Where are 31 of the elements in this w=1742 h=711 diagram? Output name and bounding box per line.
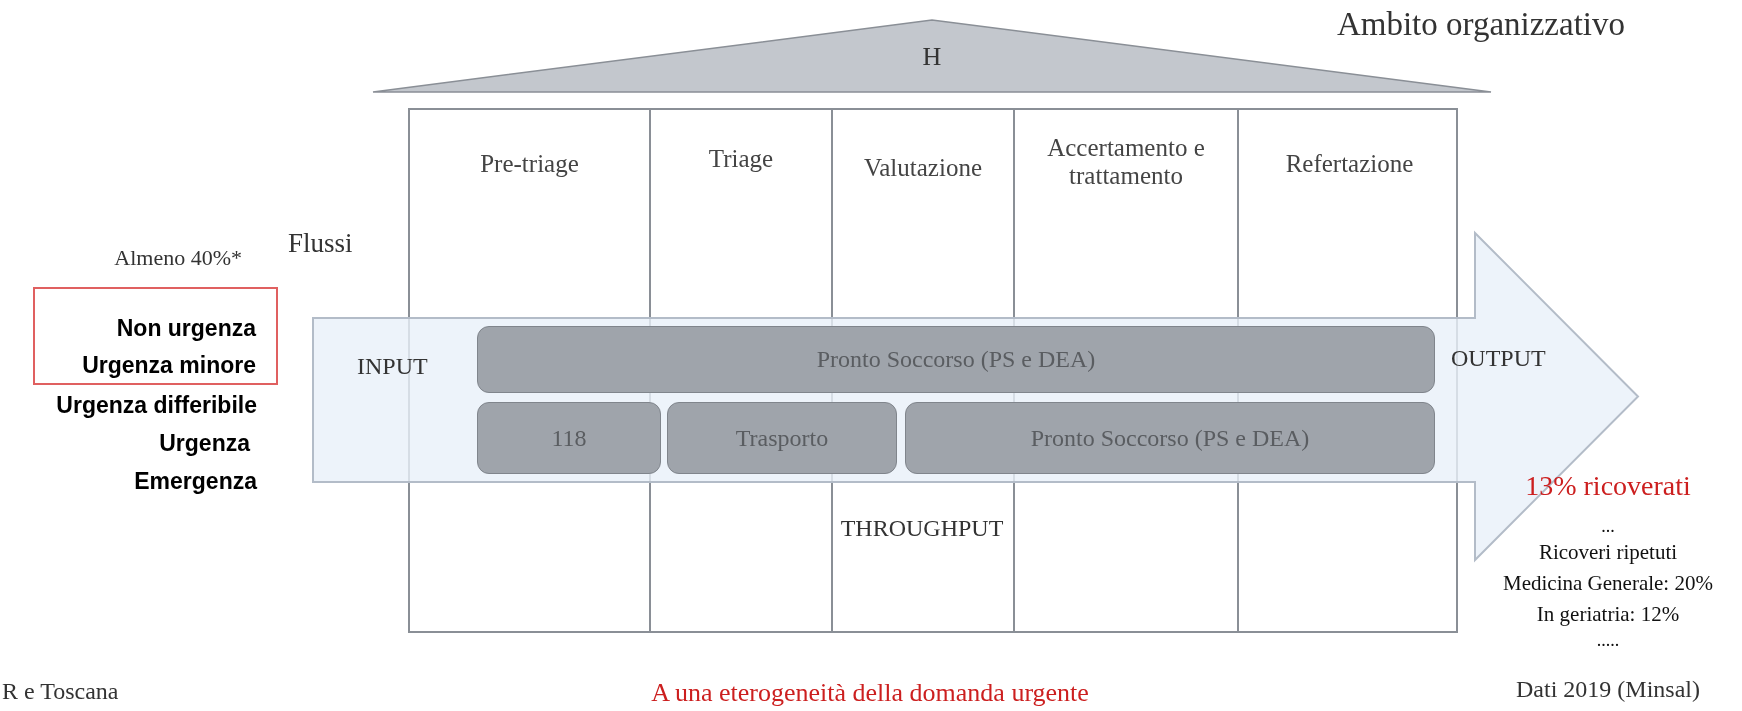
text-label: Ricoveri ripetuti <box>1538 540 1678 565</box>
text-label: ..... <box>1596 630 1620 651</box>
phase-header: Pre-triage <box>479 150 580 178</box>
urgency-label: Urgenza <box>159 430 250 457</box>
text-label: Medicina Generale: 20% <box>1503 571 1713 596</box>
process-box: 118 <box>477 402 661 474</box>
text-label: Ambito organizzativo <box>1336 6 1625 44</box>
flow-label: INPUT <box>357 353 428 380</box>
phase-header: Valutazione <box>863 154 983 182</box>
process-box: Pronto Soccorso (PS e DEA) <box>477 326 1435 393</box>
process-box: Pronto Soccorso (PS e DEA) <box>905 402 1435 474</box>
phase-header: Triage <box>707 145 775 173</box>
highlight-box <box>33 287 278 385</box>
text-label: A una eterogeneità della domanda urgente <box>651 678 1089 708</box>
flow-label: OUTPUT <box>1451 345 1546 372</box>
text-label: Dati 2019 (Minsal) <box>1516 676 1700 704</box>
text-label: 13% ricoverati <box>1525 470 1691 503</box>
text-label: Almeno 40%* <box>114 245 242 271</box>
urgency-label: Urgenza differibile <box>56 392 257 419</box>
text-label: THROUGHPUT <box>840 515 1004 543</box>
phase-header: Refertazione <box>1284 150 1415 178</box>
process-box: Trasporto <box>667 402 897 474</box>
text-label: ... <box>1601 516 1615 537</box>
text-label: R e Toscana <box>2 678 119 706</box>
phase-header: Accertamento e trattamento <box>1046 134 1206 190</box>
urgency-label: Non urgenza <box>116 315 256 342</box>
urgency-label: Emergenza <box>134 468 257 495</box>
urgency-label: Urgenza minore <box>82 352 256 379</box>
text-label: Flussi <box>288 228 353 260</box>
roof-label: H <box>921 42 943 72</box>
text-label: In geriatria: 12% <box>1536 602 1680 627</box>
